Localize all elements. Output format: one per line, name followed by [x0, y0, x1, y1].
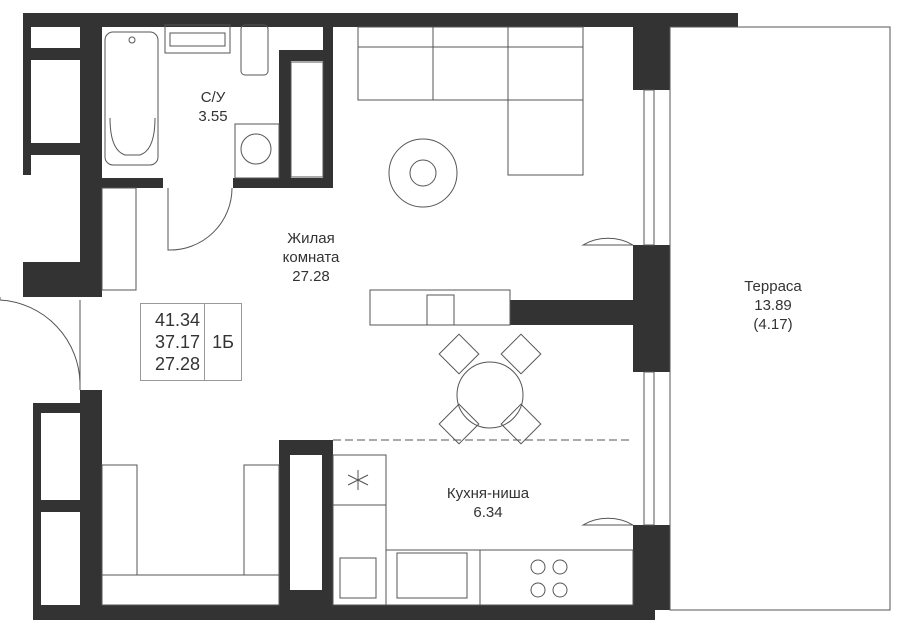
kitchen-label: Кухня-ниша 6.34 [447, 484, 529, 522]
dining-table [456, 361, 524, 429]
terrace-label: Терраса 13.89 (4.17) [744, 277, 802, 334]
area-summary: 41.34 37.17 27.28 1Б [140, 303, 242, 381]
bathroom-name: С/У [200, 89, 226, 106]
fixtures [0, 24, 891, 611]
terrace-outline [669, 26, 891, 611]
kitchen-counter [385, 549, 634, 606]
living-room-label: Жилая комната 27.28 [283, 229, 340, 286]
balcony-door-lower [581, 517, 634, 526]
walls [23, 13, 738, 620]
bath-door [167, 187, 233, 251]
window-lower [643, 371, 655, 526]
wardrobe-lower-left [101, 464, 138, 576]
wardrobe-bottom [101, 574, 280, 606]
balcony-door-upper [581, 237, 634, 246]
entrance-door [0, 297, 81, 386]
fridge [332, 454, 387, 606]
sofa [357, 26, 584, 48]
closet-bath [290, 61, 324, 178]
living-name-1: Жилая [287, 230, 335, 247]
living-area: 27.28 [292, 268, 330, 285]
kitchen-sink [396, 552, 468, 599]
apartment-type: 1Б [212, 331, 234, 352]
sink [164, 24, 231, 54]
bathroom-label: С/У 3.55 [198, 88, 227, 126]
terrace-area: 13.89 [754, 297, 792, 314]
wardrobe-lower-right [243, 464, 280, 576]
terrace-name: Терраса [744, 278, 802, 295]
window-upper [643, 89, 655, 246]
terrace-reduced-area: (4.17) [753, 316, 793, 333]
kitchen-area: 6.34 [473, 504, 503, 521]
living-total-area: 37.17 [154, 332, 200, 352]
wardrobe-upper [101, 187, 137, 291]
total-area: 41.34 [154, 310, 200, 330]
hob [530, 559, 546, 575]
toilet [240, 24, 269, 76]
rug [388, 138, 458, 208]
kitchen-name: Кухня-ниша [446, 485, 530, 502]
bathtub [104, 31, 159, 166]
dishwasher [339, 557, 377, 599]
living-name-2: комната [282, 249, 340, 266]
washer [234, 123, 280, 179]
bathroom-area: 3.55 [198, 108, 228, 125]
living-area-summary: 27.28 [154, 354, 200, 374]
